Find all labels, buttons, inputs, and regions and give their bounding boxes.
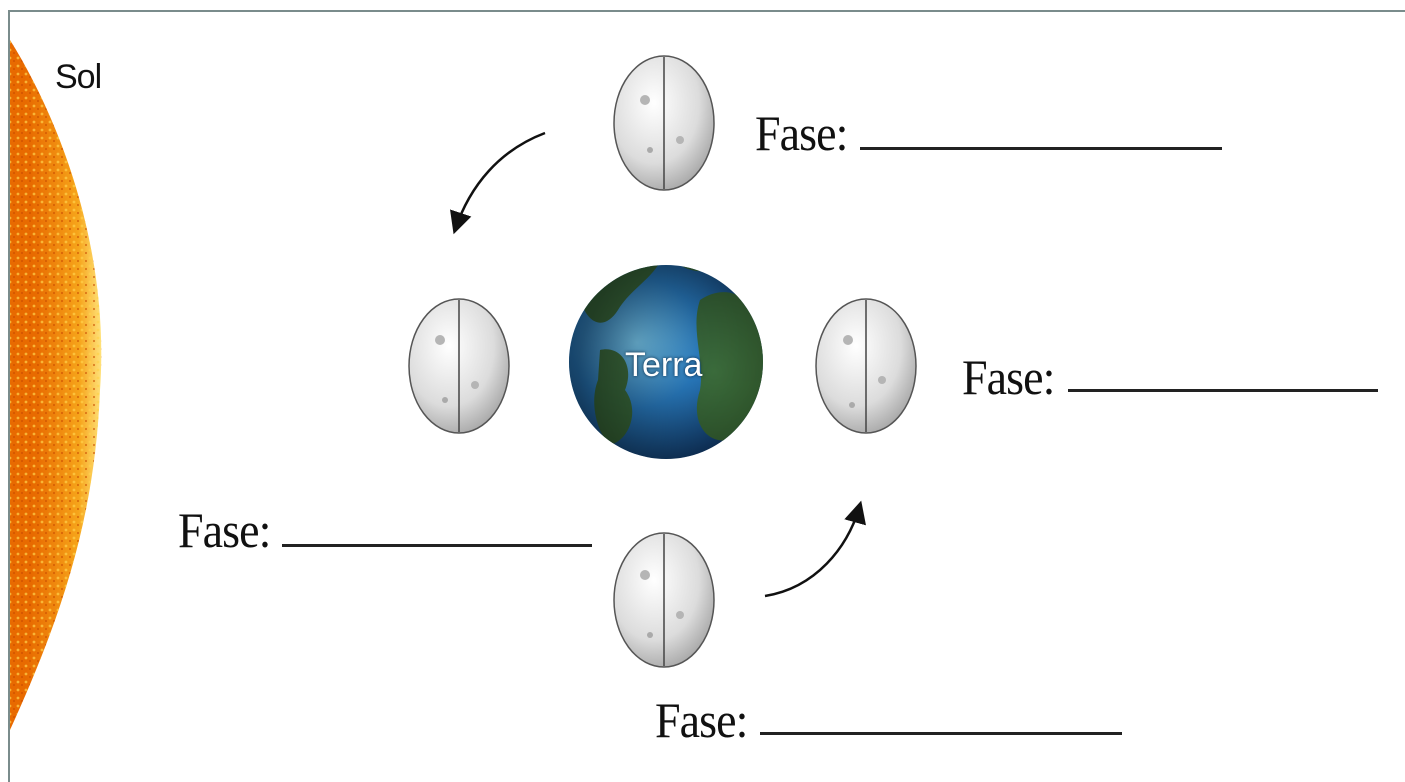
phase-prompt-right: Fase:	[962, 349, 1055, 405]
moon-top	[613, 55, 715, 191]
diagram-frame	[8, 10, 1405, 782]
orbit-arrow-top-left	[450, 131, 546, 235]
phase-answer-line-top[interactable]	[860, 147, 1222, 150]
sun-label: Sol	[55, 58, 102, 96]
phase-prompt-bottom: Fase:	[655, 692, 748, 748]
moon-right	[815, 298, 917, 434]
moon-left	[408, 298, 510, 434]
sun	[10, 40, 102, 730]
earth-label: Terra	[625, 346, 703, 384]
orbit-arrow-bottom-right	[764, 500, 866, 598]
phase-prompt-top: Fase:	[755, 105, 848, 161]
phase-prompt-left: Fase:	[178, 502, 271, 558]
phase-answer-line-left[interactable]	[282, 544, 592, 547]
moon-bottom	[613, 532, 715, 668]
phase-answer-line-right[interactable]	[1068, 389, 1378, 392]
phase-answer-line-bottom[interactable]	[760, 732, 1122, 735]
